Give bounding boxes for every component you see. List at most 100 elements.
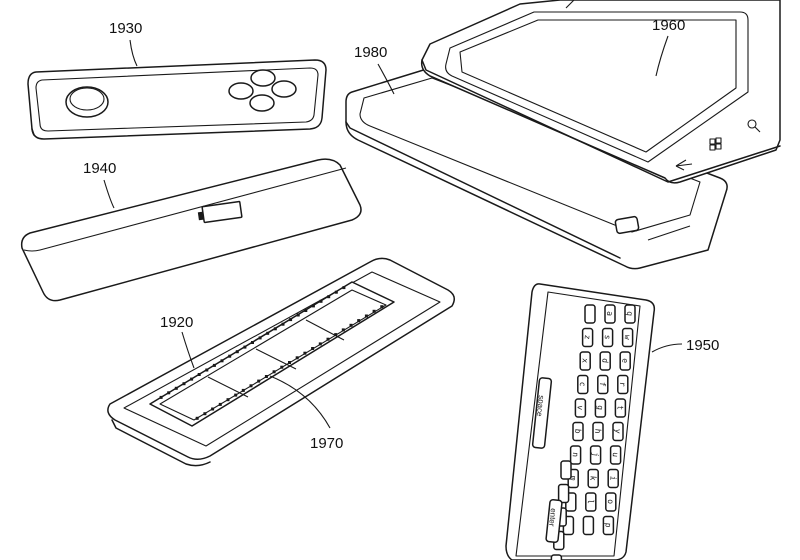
sprocket-hole: [357, 319, 361, 323]
keyboard-key-label: m: [568, 475, 577, 481]
camera-button-icon: [614, 215, 640, 235]
label-1940: 1940: [83, 160, 116, 177]
sprocket-hole: [304, 309, 308, 312]
keyboard-key: [577, 374, 589, 395]
keyboard-key: [614, 398, 627, 418]
leader-line-1920: [181, 331, 195, 369]
battery-accessory: [20, 158, 362, 302]
sprocket-hole: [349, 323, 353, 327]
keyboard-key-label: j: [591, 452, 600, 458]
keyboard-key-label: r: [618, 381, 627, 387]
keyboard-key: [550, 554, 563, 560]
keyboard-key: [605, 492, 617, 512]
sprocket-hole: [319, 299, 323, 303]
keyboard-key: [585, 492, 597, 512]
keyboard-key-label: g: [595, 405, 604, 411]
keyboard-key-label: h: [593, 428, 602, 434]
leader-line-1940: [103, 179, 115, 209]
sprocket-hole: [190, 377, 194, 381]
keyboard-key: [599, 351, 611, 371]
keyboard-key-label: l: [586, 499, 595, 505]
leader-line-1980: [377, 63, 395, 95]
sprocket-hole: [273, 327, 277, 331]
sprocket-hole: [296, 313, 300, 317]
enter-key-label: enter: [547, 508, 558, 527]
keyboard-key-label: v: [575, 405, 584, 411]
enter-key: [545, 499, 563, 543]
gamepad-dpad-icon: [228, 69, 297, 112]
film-strip: [149, 281, 395, 427]
keyboard-key: [581, 327, 594, 348]
space-key-label: space: [535, 395, 546, 418]
joystick-icon: [65, 86, 109, 118]
battery-icon: [197, 200, 243, 224]
keyboard-key: [572, 421, 584, 442]
keyboard-key-label: c: [578, 381, 587, 387]
keyboard-key-label: f: [598, 381, 607, 387]
sprocket-hole: [167, 391, 171, 395]
keyboard-key: [584, 304, 596, 324]
keyboard-key: [574, 398, 587, 418]
leader-line-1950: [651, 343, 683, 353]
keyboard-key: [594, 398, 607, 418]
keyboard-key: [604, 304, 616, 324]
space-key: [531, 377, 553, 449]
keyboard-key: [560, 460, 572, 480]
sprocket-hole: [182, 382, 186, 386]
label-1930: 1930: [109, 20, 142, 37]
sprocket-hole: [311, 304, 315, 308]
keyboard-key: [602, 515, 615, 536]
search-icon: [747, 119, 761, 133]
keyboard-key-label: w: [623, 334, 632, 340]
keyboard-key: [607, 468, 619, 489]
keyboard-key-label: d: [600, 358, 609, 364]
label-1960: 1960: [652, 17, 685, 34]
sprocket-hole: [364, 314, 368, 318]
keyboard-key-label: t: [615, 405, 624, 411]
keyboard-key-label: q: [625, 311, 634, 317]
game-controller-accessory: [27, 59, 327, 140]
sprocket-hole: [372, 309, 376, 313]
sprocket-hole: [243, 345, 247, 349]
keyboard-key-label: z: [583, 334, 592, 340]
sprocket-hole: [342, 286, 346, 290]
sprocket-hole: [266, 331, 270, 335]
label-1980: 1980: [354, 44, 387, 61]
keyboard-key-label: b: [573, 428, 582, 434]
sprocket-hole: [212, 363, 216, 367]
sprocket-hole: [197, 373, 201, 376]
keyboard-key: [612, 421, 624, 442]
slider-base: [345, 67, 728, 270]
sprocket-hole: [380, 305, 384, 309]
keyboard-key-label: k: [588, 475, 597, 481]
keyboard-key: [597, 374, 609, 395]
film-tray-accessory: [107, 257, 455, 467]
sprocket-hole: [159, 395, 163, 399]
sprocket-hole: [258, 336, 262, 340]
keyboard-key-label: y: [613, 428, 622, 434]
keyboard-key: [619, 351, 631, 371]
windows-icon: [709, 137, 722, 151]
leader-line-1960: [655, 35, 669, 77]
keyboard-key: [557, 483, 570, 504]
keyboard-key-label: p: [603, 522, 612, 528]
display-screen: [445, 11, 749, 163]
keyboard-key-label: u: [611, 452, 620, 458]
keyboard-key-label: a: [605, 311, 614, 317]
keyboard-key: [592, 421, 604, 442]
keyboard-key: [582, 515, 595, 536]
sprocket-hole: [289, 318, 293, 322]
keyboard-key: [617, 374, 629, 395]
screen-unit: [420, 0, 781, 184]
keyboard-key: [609, 445, 622, 465]
label-1950: 1950: [686, 337, 719, 354]
back-arrow-icon: [675, 159, 693, 171]
keyboard-key: [587, 468, 599, 489]
sprocket-hole: [281, 322, 285, 326]
sprocket-hole: [327, 295, 331, 299]
keyboard-key-label: x: [580, 358, 589, 364]
label-1970: 1970: [310, 435, 343, 452]
